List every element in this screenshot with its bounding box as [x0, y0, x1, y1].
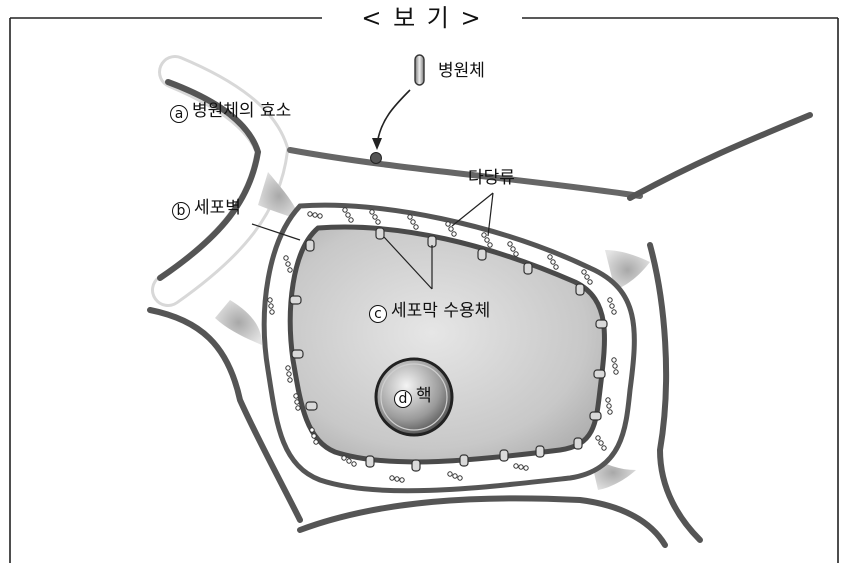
receptor: [523, 262, 533, 275]
neighbor-cell-walls: [147, 55, 813, 548]
receptor: [411, 459, 421, 472]
polysaccharide-chain: [513, 463, 529, 471]
polysaccharide-chain: [447, 471, 463, 481]
receptor: [573, 437, 583, 450]
polysaccharide-chain: [309, 427, 319, 445]
membrane-receptors: [289, 227, 608, 472]
polysaccharide-chain: [283, 255, 293, 273]
receptor: [375, 227, 385, 240]
receptor: [365, 455, 375, 468]
polysaccharide-chain: [341, 455, 357, 467]
receptor: [305, 401, 318, 411]
polysaccharide-chain: [407, 214, 419, 230]
receptor: [593, 369, 606, 379]
polysaccharide-chain: [605, 397, 613, 415]
receptor: [595, 319, 608, 329]
box-title: < 보 기 >: [322, 3, 522, 33]
polysaccharide-chain: [307, 211, 323, 219]
enzyme-text: 병원체의 효소: [192, 101, 292, 121]
polysaccharide-chain: [445, 221, 457, 237]
polysaccharides: [267, 207, 619, 483]
polysaccharide-chain: [507, 241, 519, 257]
receptor: [499, 449, 509, 462]
polysaccharide-chain: [267, 297, 275, 315]
nucleus-text: 핵: [416, 386, 432, 406]
polysaccharide-chain: [547, 254, 559, 270]
pathogen-label: 병원체: [438, 60, 485, 82]
polysaccharide-text: 다당류: [468, 168, 515, 188]
wall-text: 세포벽: [194, 198, 241, 218]
enzyme-arrow: [372, 89, 411, 150]
polysaccharide-chain: [607, 297, 617, 315]
receptor: [305, 239, 315, 252]
polysaccharide-chain: [581, 269, 593, 285]
polysaccharide-chain: [293, 393, 301, 411]
receptor: [289, 295, 302, 305]
nucleus: [374, 357, 454, 437]
receptor: [459, 454, 469, 467]
enzyme-dot: [370, 152, 382, 164]
receptor-text: 세포막 수용체: [391, 301, 491, 321]
polysaccharide-chain: [285, 365, 293, 383]
pathogen: [414, 54, 425, 86]
pathogen-text: 병원체: [438, 61, 485, 81]
polysaccharide-label: 다당류: [468, 167, 515, 189]
leader-lines: [251, 192, 494, 290]
polysaccharide-chain: [389, 475, 405, 483]
polysaccharide-chain: [342, 207, 354, 223]
nucleus-marker: d: [394, 390, 412, 408]
receptor: [477, 248, 487, 261]
receptor: [535, 445, 545, 458]
receptor-marker: c: [369, 305, 387, 323]
wall-marker: b: [172, 202, 190, 220]
receptor: [575, 283, 585, 296]
polysaccharide-chain: [595, 435, 607, 451]
polysaccharide-chain: [369, 209, 381, 225]
receptor: [291, 349, 304, 359]
polysaccharide-chain: [481, 232, 493, 248]
receptor: [589, 411, 602, 421]
polysaccharide-chain: [611, 357, 619, 375]
enzyme-marker: a: [170, 105, 188, 123]
frame-border: [9, 17, 839, 563]
